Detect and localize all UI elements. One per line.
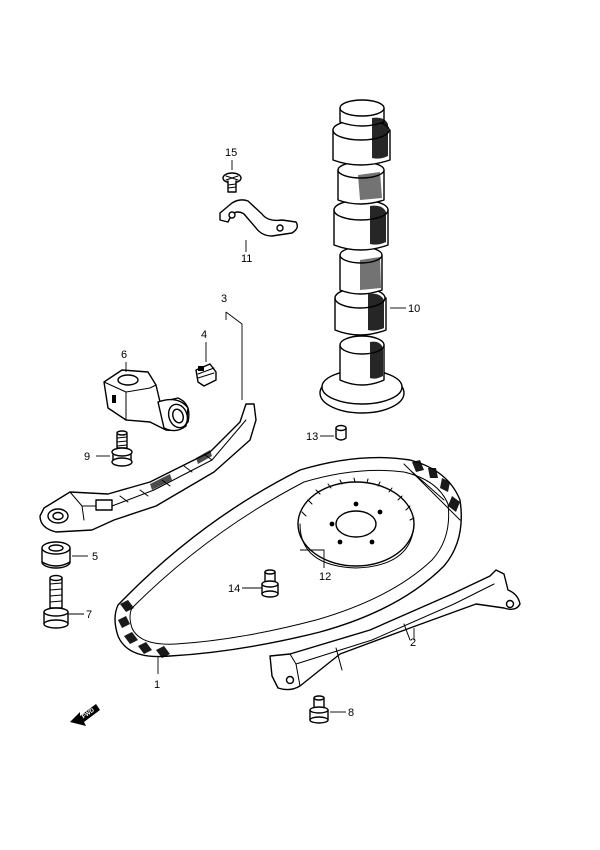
callout-10: 10 [408,303,420,315]
retainer-plate-11[interactable] [219,199,299,237]
dowel-pin-13[interactable] [335,424,347,441]
bolt-8[interactable] [309,695,329,724]
callout-6: 6 [121,349,127,361]
callout-9: 9 [84,451,90,463]
bolt-14[interactable] [261,569,279,598]
callout-8: 8 [348,707,354,719]
callout-labels: 15 11 10 3 4 6 9 5 7 13 14 12 2 1 8 [84,147,420,719]
callout-2: 2 [410,637,416,649]
bolt-7[interactable] [43,574,69,629]
callout-1: 1 [154,679,160,691]
tensioner-arm-3[interactable] [39,403,257,533]
tensioner-pad-4[interactable] [195,363,217,387]
forward-arrow-icon: FWD [70,704,100,726]
cam-sprocket-12[interactable] [297,477,415,569]
callout-7: 7 [86,609,92,621]
camshaft[interactable] [319,99,405,414]
chain-tensioner-6[interactable] [103,369,191,432]
leader-lines [66,160,415,713]
callout-12: 12 [319,571,331,583]
callout-14: 14 [228,583,240,595]
callout-15: 15 [225,147,237,159]
callout-13: 13 [306,431,318,443]
callout-5: 5 [92,551,98,563]
callout-11: 11 [241,253,252,265]
callout-3: 3 [221,293,227,305]
bolt-9[interactable] [111,430,133,467]
collar-5[interactable] [41,541,71,569]
chain-guide-2[interactable] [269,569,521,691]
screw-15[interactable] [222,172,242,193]
callout-4: 4 [201,329,207,341]
